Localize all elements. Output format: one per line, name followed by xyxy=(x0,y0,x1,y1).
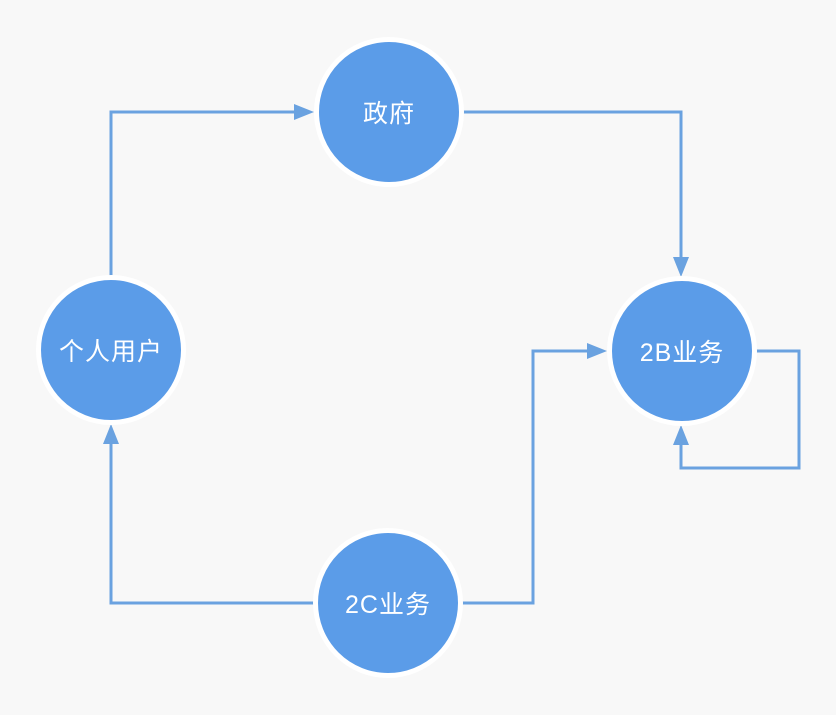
edge-b2c-to-personal-user[interactable] xyxy=(103,424,318,605)
edge-personal-user-to-government[interactable] xyxy=(109,104,314,280)
arrowhead-b2c-to-personal-user xyxy=(103,424,119,444)
arrowhead-government-to-b2b xyxy=(673,257,689,277)
arrowhead-b2b-self-loop xyxy=(673,425,689,445)
arrowhead-personal-user-to-government xyxy=(294,104,314,120)
node-b2b-business-label: 2B业务 xyxy=(639,339,725,367)
node-b2c-business-label: 2C业务 xyxy=(345,591,431,619)
node-b2b-business[interactable]: 2B业务 xyxy=(607,276,757,426)
arrowhead-b2c-to-b2b xyxy=(587,343,607,359)
node-government[interactable]: 政府 xyxy=(314,37,464,187)
edge-b2c-to-b2b[interactable] xyxy=(458,343,607,605)
edge-b2b-self-loop[interactable] xyxy=(673,349,801,470)
node-personal-user[interactable]: 个人用户 xyxy=(36,275,186,425)
edge-government-to-b2b[interactable] xyxy=(459,110,689,277)
node-b2c-business[interactable]: 2C业务 xyxy=(313,528,463,678)
node-government-label: 政府 xyxy=(362,100,415,128)
node-personal-user-label: 个人用户 xyxy=(58,338,163,366)
